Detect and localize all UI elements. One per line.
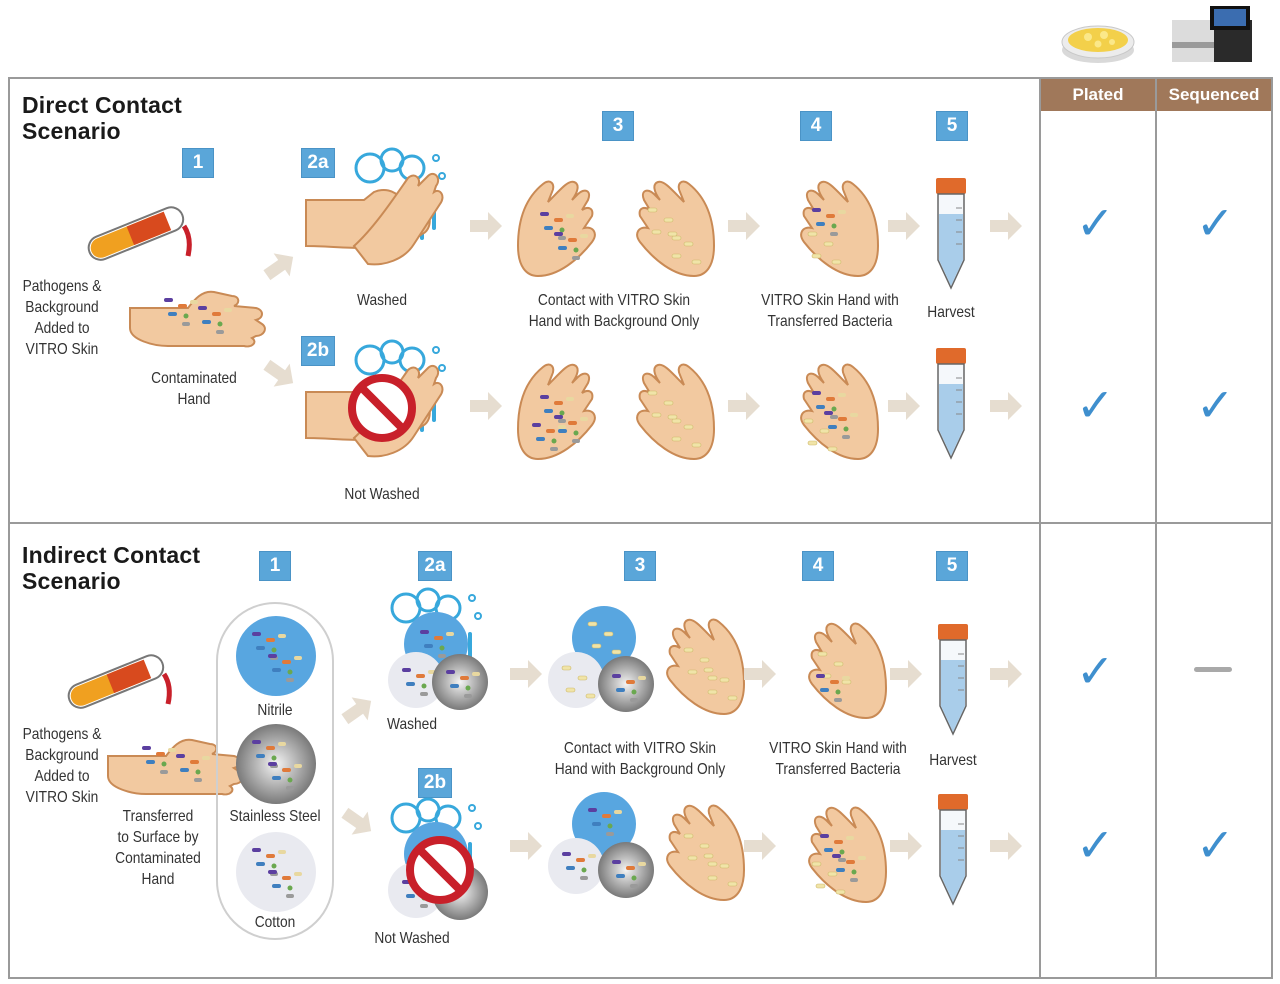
not-washed-surfaces-icon <box>388 797 488 920</box>
direct-step-3: 3 <box>602 111 634 141</box>
arrow-right-icon <box>990 832 1022 860</box>
direct-step-5: 5 <box>936 111 968 141</box>
direct-washed-sequenced-check: ✓ <box>1196 196 1235 250</box>
column-header-sequenced: Sequenced <box>1157 79 1271 111</box>
scenario-divider <box>8 522 1273 524</box>
washed-surfaces-icon <box>388 587 488 710</box>
tube-icon <box>937 623 969 735</box>
arrow-right-icon <box>744 832 776 860</box>
column-divider-mid <box>1155 77 1157 979</box>
nitrile-surface-icon <box>236 616 316 696</box>
tube-icon <box>937 793 969 905</box>
direct-washed-plated-check: ✓ <box>1076 196 1115 250</box>
direct-step-2a: 2a <box>301 148 335 178</box>
indirect-scenario-title: Indirect Contact Scenario <box>22 542 200 594</box>
test-tube-icon <box>67 654 172 709</box>
arrow-right-icon <box>728 392 760 420</box>
arrow-right-icon <box>888 392 920 420</box>
contact-surfaces-hand-icon <box>548 792 745 901</box>
column-header-plated: Plated <box>1041 79 1155 111</box>
indirect-step-2b: 2b <box>418 768 452 798</box>
sequencer-icon <box>1172 6 1252 62</box>
indirect-washed-label: Washed <box>387 716 437 733</box>
direct-title-line2: Scenario <box>22 118 121 144</box>
steel-label: Stainless Steel <box>229 808 321 825</box>
arrow-right-icon <box>744 660 776 688</box>
arrow-right-icon <box>990 212 1022 240</box>
arrow-right-icon <box>990 660 1022 688</box>
surfaces-capsule <box>216 602 334 940</box>
arrow-right-icon <box>510 660 542 688</box>
tube-icon <box>935 347 967 459</box>
diagram-frame <box>8 77 1273 979</box>
direct-title-line1: Direct Contact <box>22 92 182 118</box>
indirect-notwashed-sequenced-check: ✓ <box>1196 818 1235 872</box>
direct-step-2b: 2b <box>301 336 335 366</box>
contact-hands-icon <box>517 363 715 460</box>
direct-scenario-title: Direct Contact Scenario <box>22 92 182 144</box>
indirect-harvest-label: Harvest <box>929 752 977 769</box>
indirect-title-line2: Scenario <box>22 568 121 594</box>
arrow-right-icon <box>990 392 1022 420</box>
indirect-washed-plated-check: ✓ <box>1076 644 1115 698</box>
contact-hands-icon <box>517 180 715 277</box>
nitrile-label: Nitrile <box>257 702 293 719</box>
arrow-right-icon <box>890 660 922 688</box>
direct-harvest-label: Harvest <box>927 304 975 321</box>
indirect-step-3: 3 <box>624 551 656 581</box>
arrow-right-icon <box>258 245 302 287</box>
petri-dish-icon <box>1061 25 1135 63</box>
indirect-washed-sequenced-dash <box>1194 667 1232 672</box>
arrow-right-icon <box>470 392 502 420</box>
contact-surfaces-hand-icon <box>548 606 745 715</box>
direct-step-4: 4 <box>800 111 832 141</box>
steel-surface-icon <box>236 724 316 804</box>
direct-washed-label: Washed <box>357 292 407 309</box>
vitro-hand-icon <box>808 622 887 719</box>
vitro-hand-icon <box>800 180 879 277</box>
indirect-step-5: 5 <box>936 551 968 581</box>
washing-hands-icon <box>305 147 447 266</box>
cotton-surface-icon <box>236 832 316 912</box>
indirect-title-line1: Indirect Contact <box>22 542 201 568</box>
test-tube-icon <box>87 206 192 261</box>
vitro-hand-icon <box>808 806 887 903</box>
arrow-right-icon <box>510 832 542 860</box>
arrow-right-icon <box>728 212 760 240</box>
indirect-step-2a: 2a <box>418 551 452 581</box>
arrow-right-icon <box>470 212 502 240</box>
arrow-right-icon <box>890 832 922 860</box>
direct-notwashed-sequenced-check: ✓ <box>1196 378 1235 432</box>
vitro-hand-icon <box>800 363 879 460</box>
arrow-right-icon <box>336 801 380 843</box>
direct-notwashed-plated-check: ✓ <box>1076 378 1115 432</box>
direct-step-1: 1 <box>182 148 214 178</box>
cotton-label: Cotton <box>254 914 296 931</box>
indirect-step-1: 1 <box>259 551 291 581</box>
contaminated-hand-icon <box>129 290 266 348</box>
column-divider-left <box>1039 77 1041 979</box>
indirect-notwashed-plated-check: ✓ <box>1076 818 1115 872</box>
indirect-step-4: 4 <box>802 551 834 581</box>
tube-icon <box>935 177 967 289</box>
arrow-right-icon <box>888 212 920 240</box>
not-washed-hands-icon <box>305 339 447 458</box>
arrow-right-icon <box>258 353 302 395</box>
indirect-not-washed-label: Not Washed <box>374 930 450 947</box>
direct-not-washed-label: Not Washed <box>344 486 420 503</box>
